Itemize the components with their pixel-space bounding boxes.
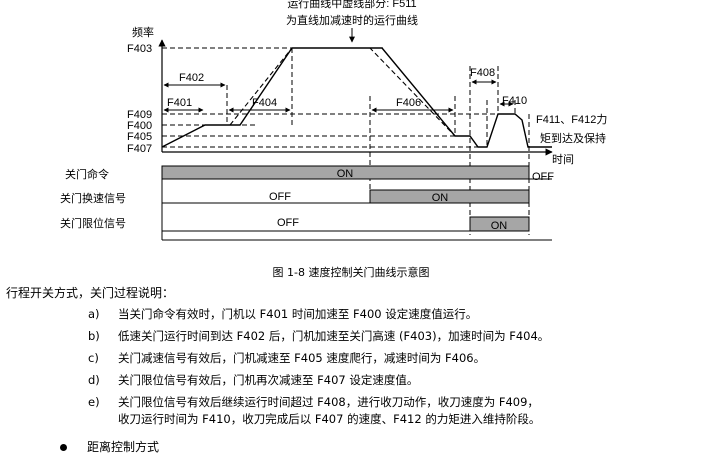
step-text: 低速关门运行时间到达 F402 后，门机加速至关门高速 (F403)，加速时间为… <box>118 329 550 343</box>
steps-list: a)当关门命令有效时，门机以 F401 时间加速至 F400 设定速度值运行。 … <box>88 306 549 433</box>
signal-off-text: OFF <box>277 217 299 229</box>
level-f405: F405 <box>127 131 152 143</box>
interval-f406: F406 <box>396 97 421 109</box>
dashed-level-lines <box>162 47 498 148</box>
interval-f401: F401 <box>167 97 192 109</box>
intro-text: 行程开关方式，关门过程说明： <box>6 286 175 300</box>
signal-on-text: ON <box>337 168 354 180</box>
torque-note-line1: F411、F412力 <box>536 113 607 126</box>
torque-note-line2: 矩到达及保持 <box>540 131 606 145</box>
signal-label: 关门命令 <box>65 167 109 181</box>
step-text: 关门限位信号有效后，门机再次减速至 F407 设定速度值。 <box>118 373 419 387</box>
step-text: 关门限位信号有效后继续运行时间超过 F408，进行收刀动作，收刀速度为 F409… <box>118 395 541 426</box>
signal-label: 关门换速信号 <box>60 191 126 205</box>
top-note-line1: 运行曲线中虚线部分: F511 <box>287 0 416 10</box>
interval-f408: F408 <box>470 67 495 79</box>
interval-f402: F402 <box>179 72 204 84</box>
step-letter: b) <box>88 329 100 343</box>
signal-on-text: ON <box>432 192 449 204</box>
signal-label: 关门限位信号 <box>60 216 126 230</box>
step-letter: c) <box>88 351 99 365</box>
signal-on-text: ON <box>491 220 508 232</box>
step-text: 关门减速信号有效后，门机减速至 F405 速度爬行，减速时间为 F406。 <box>118 351 486 365</box>
bullet-text: 距离控制方式 <box>87 440 160 454</box>
figure-caption: 图 1-8 速度控制关门曲线示意图 <box>272 266 430 279</box>
level-f409: F409 <box>127 109 152 121</box>
list-item: b) 低速关门运行时间到达 F402 后，门机加速至关门高速 (F403)，加速时… <box>88 328 549 345</box>
signal-off-text: OFF <box>269 191 291 203</box>
top-note-line2: 为直线加减速时的运行曲线 <box>286 13 418 27</box>
signal-off-text: OFF <box>532 171 554 183</box>
speed-curve <box>161 47 552 148</box>
signal-row-limit: 关门限位信号 OFF ON <box>60 216 530 232</box>
level-f407: F407 <box>127 143 152 155</box>
level-f403: F403 <box>127 43 152 55</box>
interval-dimensions <box>163 79 514 113</box>
signal-on-bar <box>369 189 530 204</box>
x-axis-label: 时间 <box>552 153 574 166</box>
signal-row-speed-change: 关门换速信号 OFF ON <box>60 189 530 205</box>
list-item: e) 关门限位信号有效后继续运行时间超过 F408，进行收刀动作，收刀速度为 F4… <box>88 394 549 428</box>
list-item: c) 关门减速信号有效后，门机减速至 F405 速度爬行，减速时间为 F406。 <box>88 350 549 367</box>
interval-f410: F410 <box>502 95 527 107</box>
interval-f404: F404 <box>252 97 277 109</box>
step-letter: e) <box>88 395 100 409</box>
bullet-dot-icon <box>60 444 67 451</box>
step-letter: d) <box>88 373 100 387</box>
dashed-time-markers <box>226 48 530 235</box>
y-axis-label: 频率 <box>132 25 154 39</box>
level-f400: F400 <box>127 120 152 132</box>
linear-curve-variant <box>229 47 456 137</box>
signal-row-close-command: 关门命令 ON OFF <box>65 165 554 183</box>
list-item: d) 关门限位信号有效后，门机再次减速至 F407 设定速度值。 <box>88 372 549 389</box>
list-item: a) 当关门命令有效时，门机以 F401 时间加速至 F400 设定速度值运行。 <box>88 306 549 323</box>
step-text: 当关门命令有效时，门机以 F401 时间加速至 F400 设定速度值运行。 <box>118 307 478 321</box>
step-letter: a) <box>88 307 100 321</box>
signal-on-bar <box>469 216 530 232</box>
speed-control-diagram: 运行曲线中虚线部分: F511 为直线加减速时的运行曲线 频率 时间 F403 … <box>60 0 607 241</box>
